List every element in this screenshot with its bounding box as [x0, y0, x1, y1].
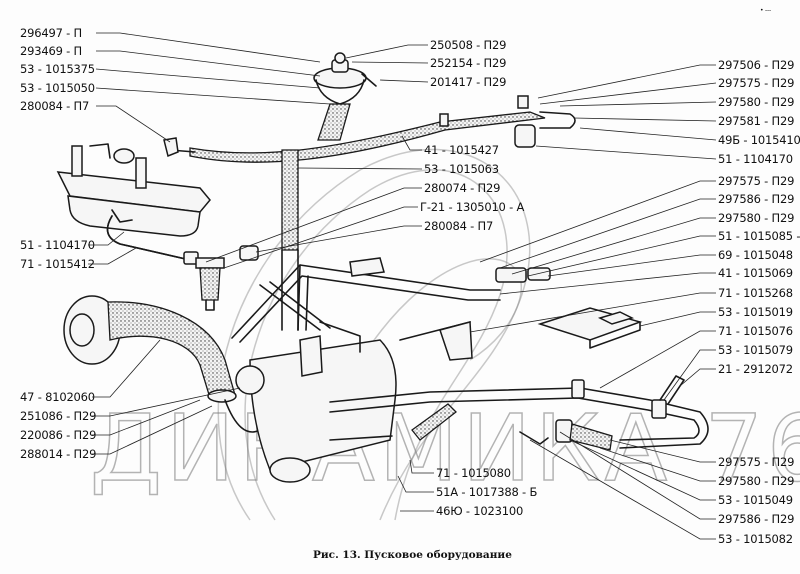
- callout-label: 280084 - П7: [20, 99, 89, 113]
- callout-label: 51 - 1015085 - Б: [718, 229, 800, 243]
- callout-label: 21 - 2912072: [718, 362, 793, 376]
- callouts-left: 296497 - П 293469 - П 53 - 1015375 53 - …: [20, 26, 331, 461]
- callouts-right: 297506 - П29 297575 - П29 297580 - П29 2…: [469, 58, 800, 546]
- callout-label: 201417 - П29: [430, 75, 506, 89]
- callout-label: 51 - 1104170: [20, 238, 95, 252]
- callouts-center: 41 - 1015427 53 - 1015063 280074 - П29 Г…: [205, 135, 525, 269]
- callout-label: 297580 - П29: [718, 211, 794, 225]
- lower-return-pipe: [329, 375, 709, 451]
- callout-label: 51А - 1017388 - Б: [436, 485, 537, 499]
- fuel-filter: [195, 245, 259, 311]
- callout-label: 280084 - П7: [424, 219, 493, 233]
- callout-label: 71 - 1015080: [436, 466, 511, 480]
- callout-label: 71 - 1015412: [20, 257, 95, 271]
- callouts-top-center: 250508 - П29 252154 - П29 201417 - П29: [345, 38, 506, 89]
- callout-label: 251086 - П29: [20, 409, 96, 423]
- callouts-bottom-center: 71 - 1015080 51А - 1017388 - Б 46Ю - 102…: [397, 459, 538, 518]
- callout-label: 280074 - П29: [424, 181, 500, 195]
- callout-label: 297581 - П29: [718, 114, 794, 128]
- callout-label: 53 - 1015049: [718, 493, 793, 507]
- callout-label: 53 - 1015079: [718, 343, 793, 357]
- heater-blower: [63, 295, 261, 433]
- callout-label: 220086 - П29: [20, 428, 96, 442]
- callout-label: 51 - 1104170: [718, 152, 793, 166]
- callout-label: 71 - 1015268: [718, 286, 793, 300]
- central-pipe-frame: [231, 257, 551, 343]
- callout-label: 71 - 1015076: [718, 324, 793, 338]
- callout-label: 250508 - П29: [430, 38, 506, 52]
- callout-label: Г-21 - 1305010 - А: [420, 200, 525, 214]
- callout-label: 41 - 1015069: [718, 266, 793, 280]
- callout-label: 297575 - П29: [718, 76, 794, 90]
- callout-label: 252154 - П29: [430, 56, 506, 70]
- callout-label: 288014 - П29: [20, 447, 96, 461]
- callout-label: 297580 - П29: [718, 474, 794, 488]
- callout-label: 297506 - П29: [718, 58, 794, 72]
- callout-label: 53 - 1015050: [20, 81, 95, 95]
- callout-label: 297586 - П29: [718, 512, 794, 526]
- callout-label: 297586 - П29: [718, 192, 794, 206]
- callout-label: 46Ю - 1023100: [436, 504, 523, 518]
- callout-label: 49Б - 1015410: [718, 133, 800, 147]
- expansion-tank: [56, 137, 211, 237]
- upper-fuel-line: [169, 95, 576, 331]
- mounting-bracket: [399, 307, 643, 361]
- callout-label: 297575 - П29: [718, 174, 794, 188]
- callout-label: 297580 - П29: [718, 95, 794, 109]
- callout-label: 41 - 1015427: [424, 143, 499, 157]
- callout-label: 293469 - П: [20, 44, 82, 58]
- callout-label: 53 - 1015019: [718, 305, 793, 319]
- figure-caption: Рис. 13. Пусковое оборудование: [313, 549, 512, 561]
- callout-label: 47 - 8102060: [20, 390, 95, 404]
- corner-mark: • ---: [760, 7, 771, 14]
- callout-label: 69 - 1015048: [718, 248, 793, 262]
- callout-label: 53 - 1015063: [424, 162, 499, 176]
- callout-label: 296497 - П: [20, 26, 82, 40]
- callout-label: 297575 - П29: [718, 455, 794, 469]
- heater-boiler: [235, 321, 397, 483]
- callout-label: 53 - 1015082: [718, 532, 793, 546]
- funnel-cap-assembly: [313, 52, 377, 141]
- callout-label: 53 - 1015375: [20, 62, 95, 76]
